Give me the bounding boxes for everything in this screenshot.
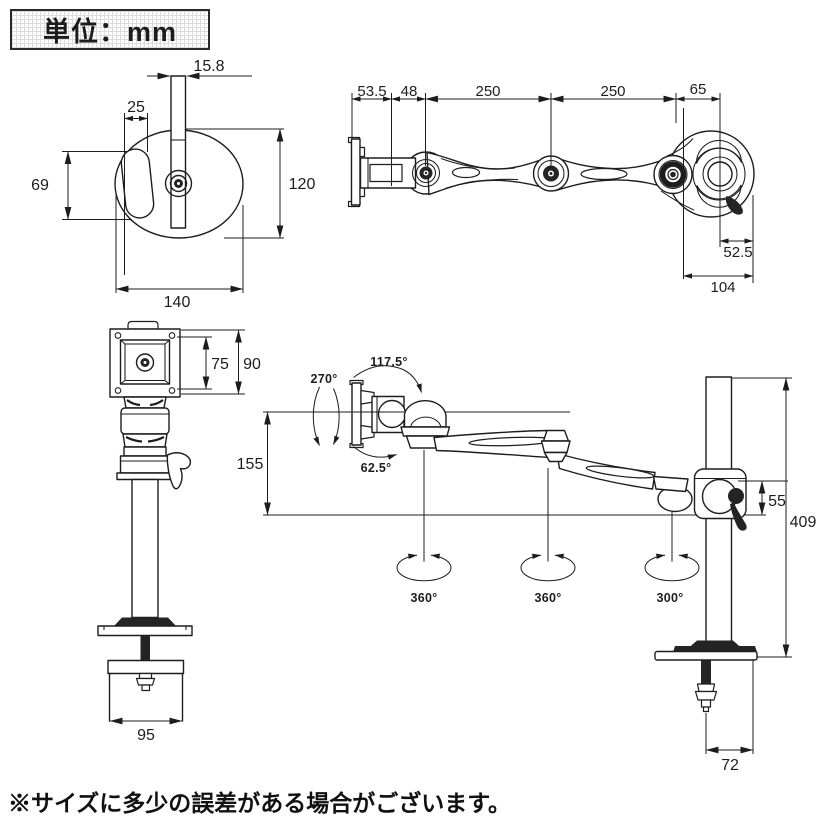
side-view-drawing	[263, 365, 766, 713]
dimension-pole-slot-width: 15.8	[147, 58, 252, 80]
dimension-side-slot-width: 25	[124, 99, 148, 275]
dimension-vesa-inner: 75	[177, 336, 229, 390]
dim-label-pole-base-width: 104	[710, 279, 735, 296]
pole-front-view-dimensions: 75 90 95	[109, 329, 261, 744]
angle-label-tilt-up: 117.5°	[370, 355, 407, 369]
dim-label-clamp-width: 95	[137, 727, 155, 744]
dimension-side-slot-height: 69	[31, 151, 131, 220]
arm-top-view-drawing	[347, 130, 755, 218]
dim-label-elbow-to-pole: 65	[690, 81, 707, 98]
arm-top-view-dimensions: 53.5 48 250 250 65 52.5 104	[351, 81, 754, 296]
dim-label-base-width: 140	[164, 294, 191, 311]
dim-label-side-slot-width: 25	[127, 99, 145, 116]
dimension-clamp-width: 95	[109, 717, 183, 744]
dimension-pole-base-width: 104	[683, 108, 754, 296]
angle-label-tilt-down: 62.5°	[361, 461, 392, 475]
dimension-head-drop: 155	[237, 411, 271, 516]
dim-label-side-slot-height: 69	[31, 177, 49, 194]
dimension-head-bracket-length: 48	[391, 83, 426, 102]
angle-label-pan-range: 270°	[310, 372, 337, 386]
dim-label-pole-slot-width: 15.8	[193, 58, 224, 75]
dim-label-pole-hub-width: 52.5	[723, 244, 752, 261]
angle-label-swivel-head: 360°	[410, 591, 437, 605]
dimension-pole-height: 409	[731, 377, 817, 658]
side-view-dimensions: 117.5° 270° 62.5° 360° 360° 300° 155 55 …	[237, 355, 817, 774]
dim-label-base-depth: 120	[289, 176, 316, 193]
dim-label-vesa-plate: 90	[243, 356, 261, 373]
dimension-pole-hub-width: 52.5	[719, 195, 754, 283]
dimension-base-width: 140	[115, 192, 244, 311]
dim-label-head-drop: 155	[237, 456, 264, 473]
dimension-clamp-depth: 72	[705, 660, 754, 774]
dim-label-vesa-inner: 75	[211, 356, 229, 373]
base-top-view-drawing	[114, 75, 244, 239]
pole-front-view-drawing	[97, 320, 193, 722]
dim-label-head-bracket-length: 48	[401, 83, 418, 100]
dimension-base-depth: 120	[186, 128, 316, 239]
dim-label-arm-joint-height: 55	[768, 493, 786, 510]
dimension-head-depth: 53.5	[351, 83, 392, 102]
dimension-arm-joint-height: 55	[738, 480, 788, 516]
dimension-upper-arm-length: 250	[425, 83, 552, 103]
dim-label-pole-height: 409	[790, 514, 817, 531]
footnote-text: ※サイズに多少の誤差がある場合がございます。	[8, 790, 512, 816]
dim-label-upper-arm-length: 250	[475, 83, 500, 100]
angle-label-swivel-base: 300°	[656, 591, 683, 605]
dim-label-head-depth: 53.5	[357, 83, 386, 100]
dim-label-clamp-depth: 72	[721, 757, 739, 774]
angle-label-swivel-elbow: 360°	[534, 591, 561, 605]
dimension-forearm-length: 250	[550, 83, 677, 103]
base-top-view-dimensions: 15.8 25 69 120 140	[31, 58, 315, 311]
dimension-vesa-plate: 90	[181, 329, 261, 395]
unit-label-box: 単位：mm	[10, 9, 210, 50]
unit-label: 単位：mm	[42, 17, 177, 47]
dim-label-forearm-length: 250	[600, 83, 625, 100]
dimension-elbow-to-pole: 65	[675, 81, 721, 102]
